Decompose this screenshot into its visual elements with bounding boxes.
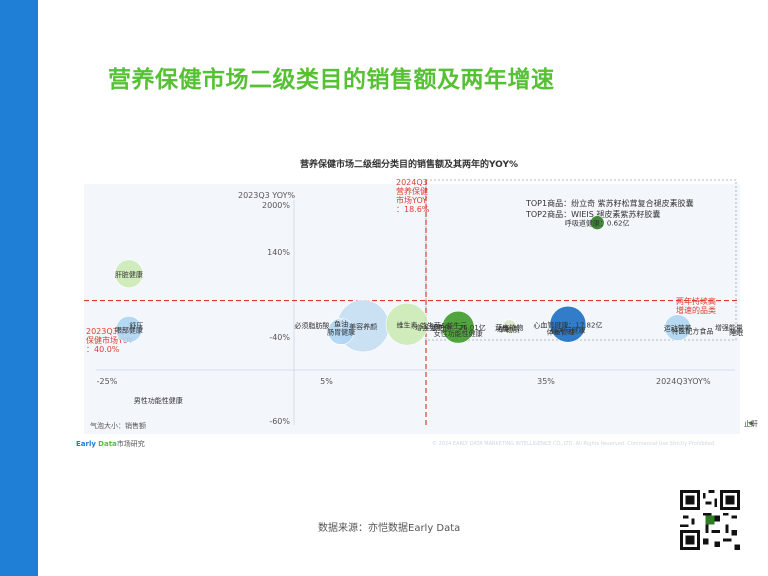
top-item-text: TOP1商品：纷立奇 紫苏籽松茸复合褪皮素胶囊 (525, 198, 694, 208)
x-tick-label: 35% (537, 377, 555, 386)
y-axis-title: 2023Q3 YOY% (238, 191, 295, 200)
bubble (748, 420, 754, 426)
x-axis-title: 2024Q3YOY% (656, 377, 711, 386)
bubble-label: 睡眠 (729, 329, 743, 337)
bubble-label: 舒压 (129, 321, 143, 330)
reference-x-label: 2024Q3 (396, 178, 428, 187)
bubble-label: 矿物质 (499, 325, 520, 334)
bubble-label: 眼部健康 (115, 325, 143, 334)
qr-code-icon (680, 490, 740, 550)
bubble-label: 鱼油 (334, 319, 348, 328)
bubble (327, 318, 355, 345)
top-item-text: TOP2商品：WIEIS 褪皮素紫苏籽胶囊 (525, 209, 660, 219)
bubble-label: 女性功能性健康 (434, 329, 483, 338)
reference-y-label: 保健市场YOY (86, 335, 133, 345)
x-tick-label: 5% (320, 377, 333, 386)
x-tick-label: -25% (97, 377, 118, 386)
bubble-label: 肝脏健康 (115, 270, 143, 279)
highlight-label: 两年持续高 (676, 296, 716, 306)
bubble (502, 319, 517, 335)
reference-y-label: 2023Q3营养 (86, 326, 134, 336)
y-tick-label: -40% (269, 333, 290, 342)
highlight-box (425, 179, 737, 341)
bubble-label: 蛋白质：26.01亿 (431, 323, 486, 332)
left-accent-bar (0, 0, 38, 576)
bubble-label: 男性功能性健康 (134, 396, 183, 405)
bubble-label: 止鼾 (744, 419, 758, 428)
bubble (589, 215, 605, 230)
bubble-label: 特医配方食品 (671, 327, 713, 336)
bubble (114, 259, 144, 289)
bubble (115, 316, 143, 343)
bubble-label: 肠胃健康 (327, 327, 355, 336)
chart-title: 营养保健市场二级细分类目的销售额及其两年的YOY% (299, 160, 519, 170)
brand-logo: Early Data市场研究 (76, 440, 145, 448)
bubble-label: 维生素 (396, 320, 417, 329)
reference-x-label: 营养保健 (396, 186, 428, 196)
bubble (664, 314, 692, 341)
bubble-label: 益生菌&益生元 (420, 321, 467, 330)
y-tick-label: 140% (267, 248, 290, 257)
bubble (385, 302, 429, 346)
bubble-label: 增强免疫 (415, 323, 443, 332)
bubble-label: 草本植物 (495, 323, 523, 332)
slide-title: 营养保健市场二级类目的销售额及两年增速 (108, 67, 555, 93)
bubble-label: 运动营养 (664, 324, 692, 333)
bubble-label: 呼吸道健康：0.62亿 (565, 219, 630, 228)
reference-x-label: ：18.6% (396, 205, 430, 214)
bubble (336, 319, 346, 328)
y-tick-label: -60% (269, 417, 290, 426)
data-source: 数据来源：亦恺数据Early Data (318, 523, 461, 534)
bubble (549, 305, 587, 343)
bubble-label: 骨关节健康 (550, 325, 585, 334)
reference-y-label: ：40.0% (86, 345, 120, 354)
bubble-size-note: 气泡大小：销售额 (90, 421, 146, 430)
reference-x-label: 市场YOY (396, 195, 427, 205)
bubble-label: 必须脂肪酸 (294, 321, 329, 330)
highlight-label: 增速的品类 (676, 305, 716, 315)
copyright-text: © 2024 EARLY DATA MARKETING INTELLIGENCE… (432, 441, 716, 447)
bubble-label: 美容养颜 (349, 322, 377, 331)
y-tick-label: 2000% (262, 201, 290, 210)
bubble-label: 心血管健康：17.82亿 (533, 320, 602, 329)
bubble-label: 增强能量 (715, 323, 743, 332)
bubble-label: 体重管理 (547, 327, 575, 336)
bubble-label: 功能 (495, 324, 509, 333)
bubble (441, 310, 475, 344)
